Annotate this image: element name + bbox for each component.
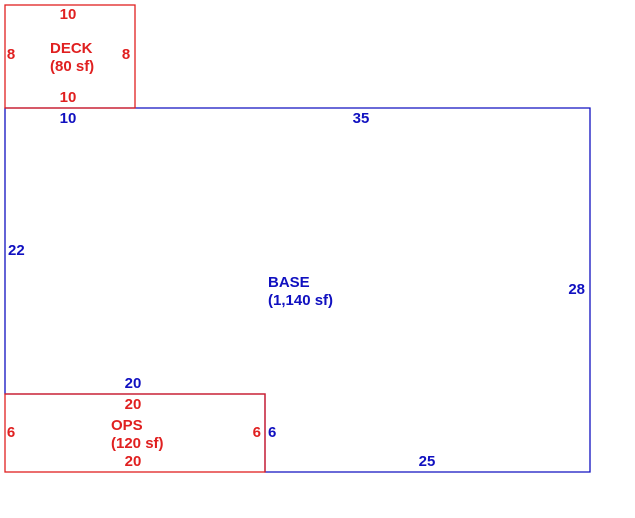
- base-area: (1,140 sf): [268, 292, 333, 309]
- base-inner-horizontal-dimension: 20: [125, 375, 142, 392]
- ops-left-dimension: 6: [7, 424, 15, 441]
- base-bottom-dimension: 25: [419, 453, 436, 470]
- ops-bottom-dimension: 20: [125, 453, 142, 470]
- ops-top-dimension: 20: [125, 396, 142, 413]
- deck-area: (80 sf): [50, 58, 94, 75]
- base-top-right-dimension: 35: [353, 110, 370, 127]
- ops-name: OPS: [111, 417, 143, 434]
- base-inner-vertical-dimension: 6: [268, 424, 276, 441]
- deck-top-dimension: 10: [60, 6, 77, 23]
- base-name: BASE: [268, 274, 310, 291]
- base-left-dimension: 22: [8, 242, 25, 259]
- deck-name: DECK: [50, 40, 93, 57]
- deck-bottom-dimension: 10: [60, 89, 77, 106]
- ops-area: (120 sf): [111, 435, 164, 452]
- deck-left-dimension: 8: [7, 46, 15, 63]
- base-right-dimension: 28: [568, 281, 585, 298]
- ops-right-dimension: 6: [253, 424, 261, 441]
- base-top-left-dimension: 10: [60, 110, 77, 127]
- deck-right-dimension: 8: [122, 46, 130, 63]
- ops-outline: [4, 393, 266, 473]
- deck-outline: [4, 4, 136, 109]
